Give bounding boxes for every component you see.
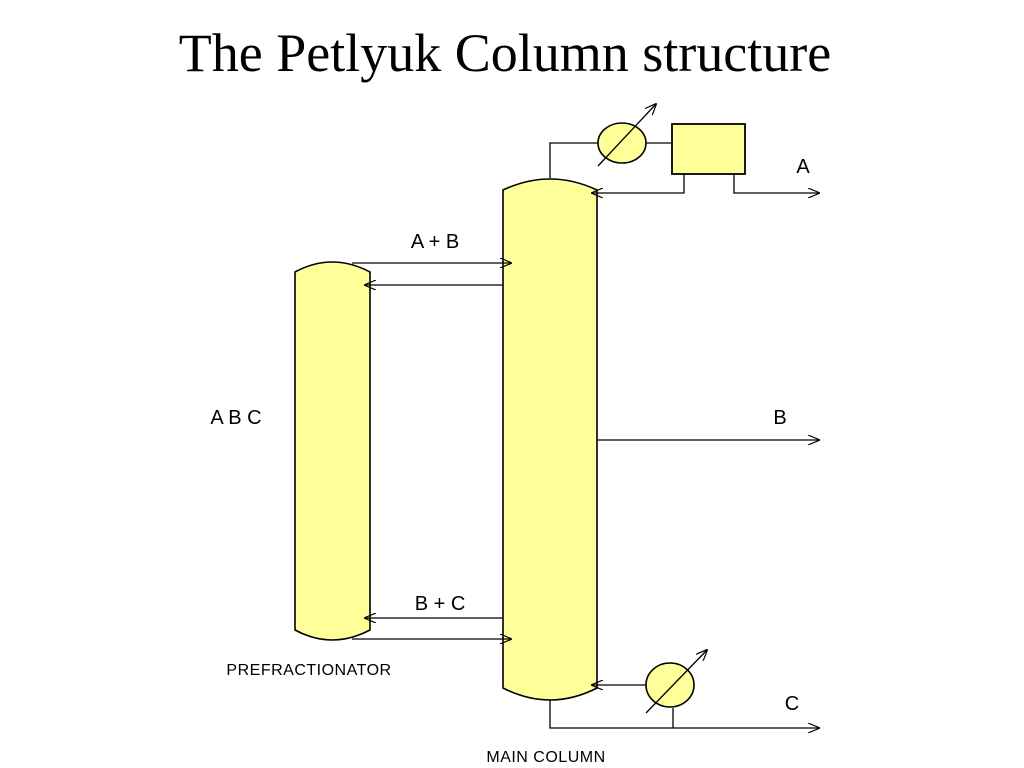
- main-column-label: MAIN COLUMN: [486, 749, 605, 766]
- overhead-vapor-line: [549, 142, 598, 178]
- prefractionator-label: PREFRACTIONATOR: [226, 662, 391, 679]
- distillate-product-arrow: [733, 173, 819, 193]
- upper-vapor-label: A + B: [411, 231, 459, 253]
- bottoms-label: C: [785, 693, 799, 715]
- side-draw-label: B: [773, 407, 786, 429]
- main-column-vessel: [502, 178, 598, 701]
- bottoms-product-arrow: [549, 700, 819, 728]
- adjust-arrow-icon: [597, 104, 656, 167]
- condenser: [597, 104, 656, 167]
- reflux-return-arrow: [592, 173, 685, 193]
- feed-label: A B C: [210, 407, 261, 429]
- adjust-arrow-icon: [645, 650, 707, 714]
- prefractionator-vessel: [294, 261, 371, 641]
- reboiler: [645, 650, 707, 714]
- reflux-drum-icon: [671, 123, 746, 175]
- heat-exchanger-icon: [645, 662, 695, 708]
- heat-exchanger-icon: [597, 122, 647, 164]
- distillate-label: A: [796, 156, 810, 178]
- page-title: The Petlyuk Column structure: [178, 23, 832, 83]
- lower-liquid-label: B + C: [415, 593, 466, 615]
